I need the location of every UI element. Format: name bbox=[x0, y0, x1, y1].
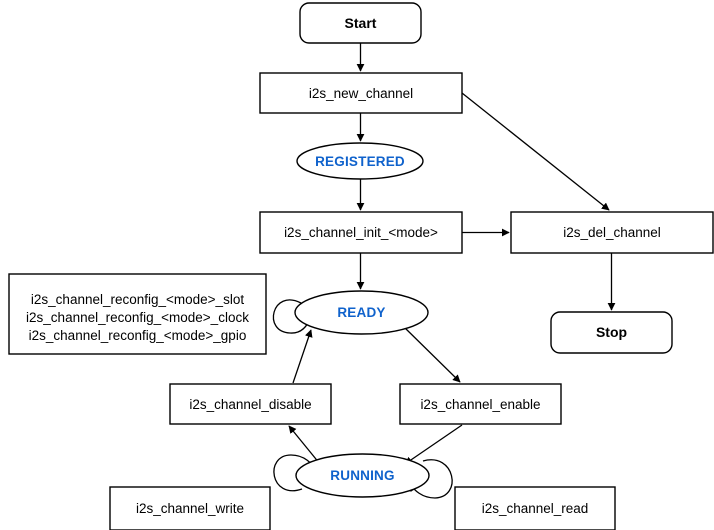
node-shape-disable[interactable] bbox=[169, 383, 332, 425]
node-shape-new-channel[interactable] bbox=[259, 72, 463, 114]
edge-ready-to-enable bbox=[403, 326, 461, 383]
edge-running-self-loop-read bbox=[409, 459, 453, 499]
node-shape-channel-init[interactable] bbox=[259, 211, 463, 254]
edge-enable-to-running bbox=[404, 424, 463, 465]
edge-disable-to-ready bbox=[292, 329, 313, 384]
node-shape-reconfig[interactable] bbox=[8, 273, 267, 355]
node-shape-running[interactable] bbox=[295, 453, 430, 498]
node-shape-registered[interactable] bbox=[296, 142, 424, 180]
node-shape-del-channel[interactable] bbox=[510, 211, 714, 254]
node-shape-stop[interactable] bbox=[550, 311, 673, 354]
edge-running-to-disable bbox=[288, 425, 321, 465]
node-shape-ready[interactable] bbox=[294, 290, 429, 335]
node-shape-write[interactable] bbox=[109, 486, 271, 530]
node-shape-read[interactable] bbox=[454, 486, 616, 530]
node-shape-enable[interactable] bbox=[399, 383, 562, 425]
node-shape-start[interactable] bbox=[299, 2, 422, 44]
edge-new-channel-to-del-channel bbox=[461, 92, 610, 211]
